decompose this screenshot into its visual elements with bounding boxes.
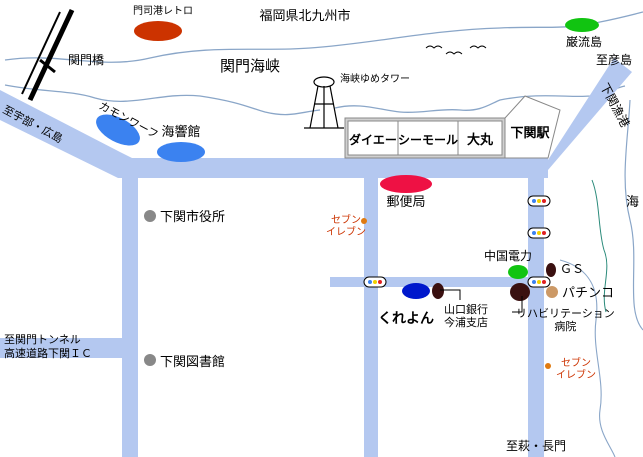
kamon-wharf-spot xyxy=(96,114,140,146)
yamaguchi-bank-spot xyxy=(432,283,444,299)
sea-mall-label: シーモール xyxy=(398,133,458,147)
traffic-light-icon xyxy=(363,195,551,288)
seven-eleven-label-1: セブン イレブン xyxy=(326,215,366,238)
tunnel-label: 至関門トンネル 高速道路下関ＩＣ xyxy=(4,333,92,360)
hikoshima-label: 至彦島 xyxy=(596,52,632,67)
kaikyokan-spot xyxy=(157,142,205,162)
kaikyokan-label: 海響館 xyxy=(161,124,200,140)
moji-port-spot xyxy=(134,21,182,41)
sea-label: 海 xyxy=(626,195,639,210)
seven-eleven-label-2: セブン イレブン xyxy=(556,358,596,381)
coast-line-south xyxy=(559,259,616,457)
daimaru-label: 大丸 xyxy=(467,132,494,148)
kureyon-spot xyxy=(402,283,430,299)
coast-line-east xyxy=(624,99,643,331)
hagi-label: 至萩・長門 xyxy=(506,439,566,453)
kureyon-label: くれよん xyxy=(378,311,434,327)
city-hall-label: 下関市役所 xyxy=(160,209,225,225)
leader-lines xyxy=(440,289,523,313)
rehab-hospital-label: リハビリテーション 病院 xyxy=(516,307,615,333)
chugoku-electric-label: 中国電力 xyxy=(484,248,532,263)
kanmon-bridge-label: 関門橋 xyxy=(68,53,104,67)
convenience-store-icon xyxy=(361,218,551,369)
chugoku-electric-spot xyxy=(508,265,528,279)
station-label: 下関駅 xyxy=(510,126,550,141)
rehab-hospital-spot xyxy=(510,283,530,301)
seagull-icon xyxy=(425,45,487,55)
yamaguchi-bank-label: 山口銀行 今浦支店 xyxy=(444,303,488,329)
ganryu-label: 巌流島 xyxy=(566,34,602,49)
mall-block xyxy=(344,95,561,159)
library-label: 下関図書館 xyxy=(160,355,225,370)
railway-icon xyxy=(21,8,75,102)
pachinko-label: パチンコ xyxy=(562,286,614,301)
city-label: 福岡県北九州市 xyxy=(259,8,350,24)
gs-label: ＧＳ xyxy=(560,262,584,276)
gs-spot xyxy=(546,263,556,277)
moji-port-label: 門司港レトロ xyxy=(133,5,193,17)
pachinko-spot xyxy=(546,286,558,298)
strait-label: 関門海峡 xyxy=(220,57,280,75)
river-line xyxy=(591,179,608,313)
civic-building-icon xyxy=(144,210,156,366)
post-office-spot xyxy=(380,175,432,193)
observation-tower-icon xyxy=(304,76,344,129)
post-office-label: 郵便局 xyxy=(386,195,425,210)
daiei-label: ダイエー xyxy=(349,132,397,147)
tower-label: 海峡ゆめタワー xyxy=(340,72,410,85)
ganryu-spot xyxy=(565,18,599,32)
